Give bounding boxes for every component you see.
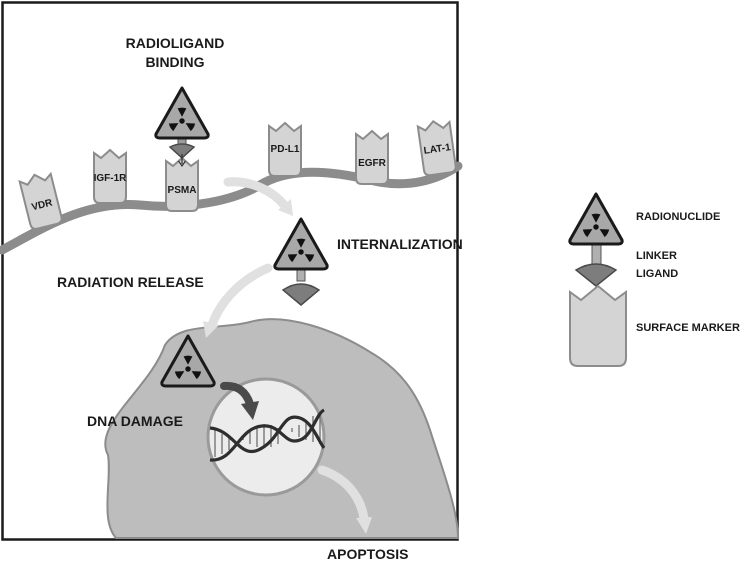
receptor-egfr: EGFR [355,130,389,185]
arrow-down-icon [178,160,186,168]
legend-ligand: LIGAND [636,268,678,280]
dna-helix [209,408,326,462]
legend-linker: LINKER [636,250,677,262]
internalized-radioligand [275,219,327,306]
ligand-shape [281,283,321,306]
step-binding-line2: BINDING [145,54,204,70]
step-release: RADIATION RELEASE [57,274,204,290]
legend: RADIONUCLIDE LINKER LIGAND SURFACE MARKE… [569,194,740,367]
receptor-pdl1: PD-L1 [268,122,302,177]
step-internalization: INTERNALIZATION [337,236,463,252]
receptor-label: PSMA [168,185,197,196]
receptor-label: IGF-1R [94,173,128,184]
legend-radionuclide: RADIONUCLIDE [636,211,720,223]
receptor-label: EGFR [358,158,387,169]
radionuclide-legend-icon [570,194,622,244]
step-damage: DNA DAMAGE [87,413,183,429]
ligand-shape [168,143,196,160]
arrow-to-internalization [223,177,290,211]
radiation-arrow [220,381,254,408]
receptor-label: PD-L1 [271,144,300,155]
receptor-vdr: VDR [17,169,64,232]
arrow-to-release [207,263,273,330]
receptor-lat1: LAT-1 [416,118,458,177]
ligand-legend-icon [574,263,618,287]
bound-radioligand [156,88,208,168]
step-apoptosis: APOPTOSIS [327,546,408,562]
receptor-igf1r: IGF-1R [93,149,128,204]
receptor-psma: PSMA [165,157,199,212]
step-binding-line1: RADIOLIGAND [126,35,225,51]
surface-marker-legend-icon [569,284,627,367]
nucleus [206,377,326,497]
receptor-label: LAT-1 [423,142,452,157]
legend-surface-marker: SURFACE MARKER [636,322,740,334]
arrow-to-apoptosis [317,465,369,523]
receptor-label: VDR [31,197,55,213]
